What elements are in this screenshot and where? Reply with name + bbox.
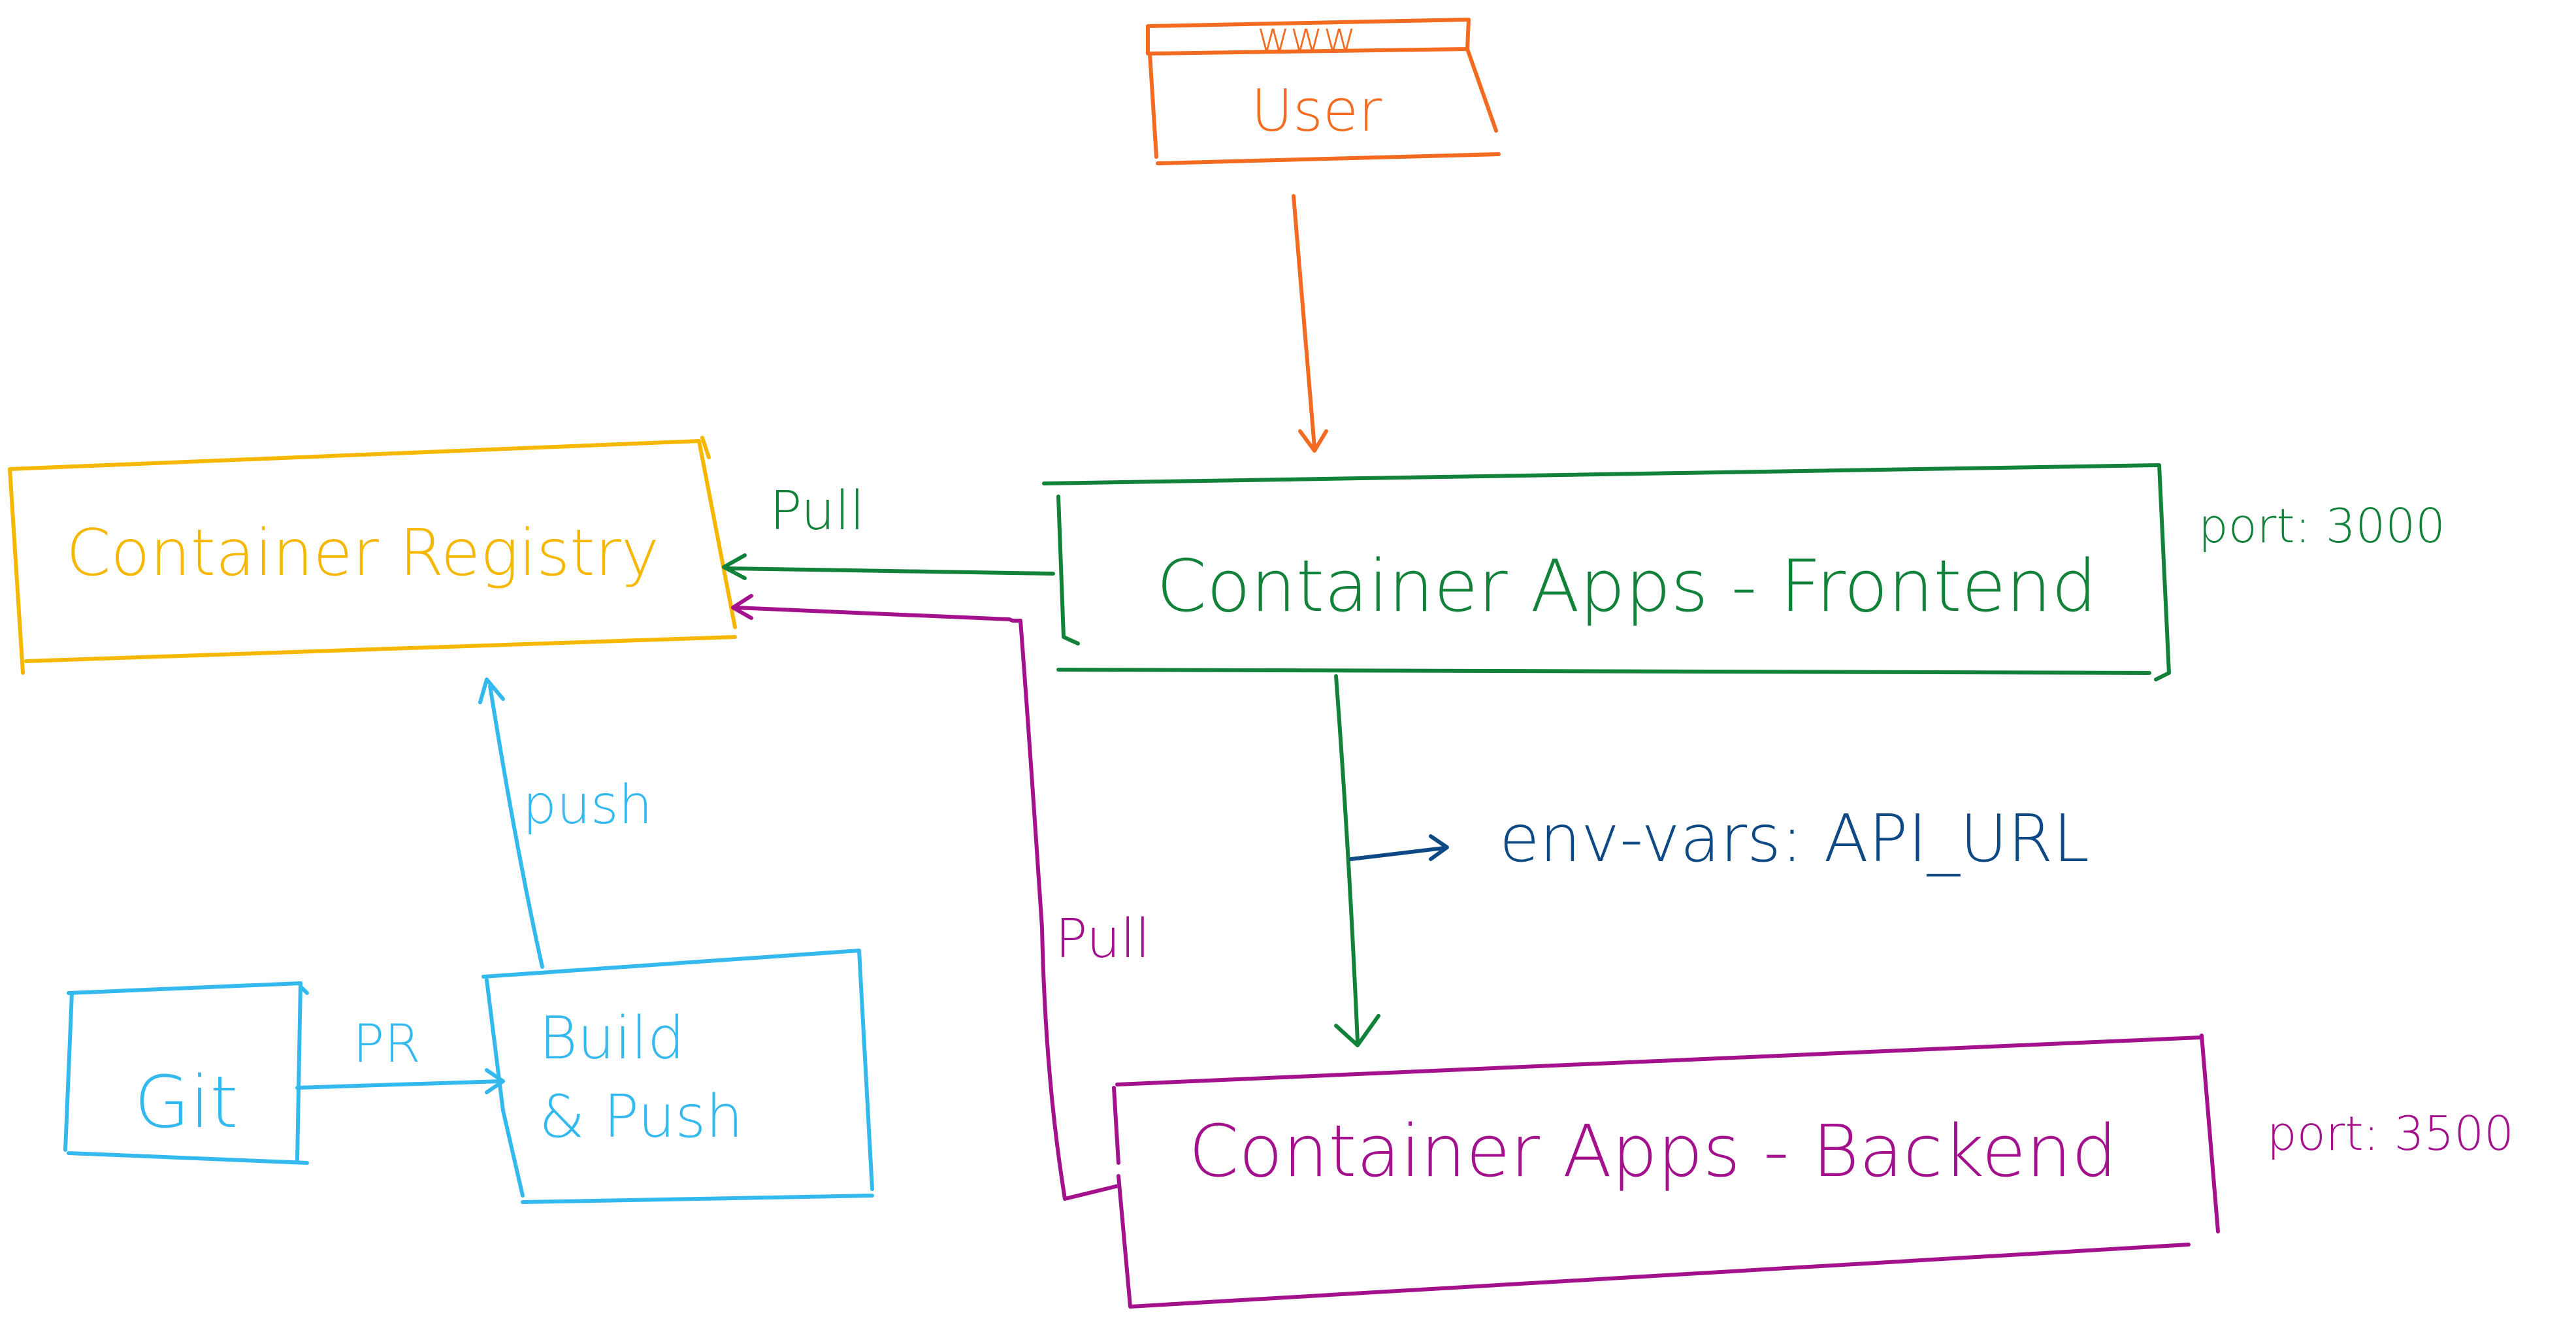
backend-pull-label: Pull [1055, 908, 1150, 970]
registry-box-outline [8, 436, 737, 675]
backend-box-outline [1112, 1034, 2220, 1309]
build-label-line2: & Push [539, 1083, 743, 1151]
frontend-label: Container Apps - Frontend [1156, 544, 2097, 628]
git-node: Git [63, 981, 309, 1165]
env-vars-annotation: env-vars: API_URL [1349, 800, 2089, 877]
build-label-line1: Build [539, 1004, 685, 1073]
git-label: Git [135, 1060, 238, 1144]
frontend-port: port: 3000 [2198, 498, 2445, 553]
registry-node: Container Registry [8, 436, 737, 675]
backend-pull-edge: Pull [731, 594, 1150, 1201]
arrowhead-icon [731, 594, 753, 620]
git-box-outline [63, 981, 309, 1165]
env-vars-label: env-vars: API_URL [1499, 800, 2089, 877]
backend-node: Container Apps - Backend port: 3500 [1112, 1034, 2514, 1309]
build-push-node: Build & Push [481, 949, 874, 1204]
frontend-pull-edge: Pull [722, 480, 1055, 580]
arrowhead-icon [1334, 1014, 1380, 1047]
frontend-pull-label: Pull [770, 480, 865, 542]
user-to-frontend-arrow [1292, 194, 1328, 453]
push-edge: push [478, 677, 653, 969]
arrowhead-icon [1298, 429, 1328, 453]
arrowhead-icon [478, 677, 505, 704]
arrowhead-icon [485, 1068, 505, 1094]
user-box-label: User [1251, 77, 1382, 144]
pr-label: PR [353, 1013, 421, 1074]
frontend-to-backend-arrow [1334, 674, 1380, 1047]
backend-port: port: 3500 [2267, 1106, 2514, 1161]
user-box-top-label: www [1257, 13, 1356, 61]
build-box-outline [481, 949, 874, 1204]
arrowhead-icon [1429, 834, 1449, 861]
push-label: push [523, 774, 653, 836]
frontend-box-outline [1042, 463, 2171, 681]
pr-edge: PR [295, 1013, 505, 1094]
frontend-node: Container Apps - Frontend port: 3000 [1042, 463, 2445, 681]
registry-label: Container Registry [66, 516, 659, 591]
user-box-outline [1146, 18, 1501, 165]
backend-label: Container Apps - Backend [1188, 1109, 2117, 1193]
arrowhead-icon [722, 553, 747, 580]
user-node: www User [1146, 13, 1501, 165]
